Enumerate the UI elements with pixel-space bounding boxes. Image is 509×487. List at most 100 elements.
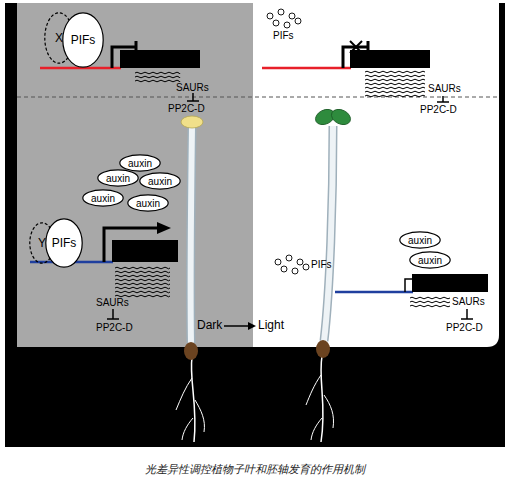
blocked-arrow [112, 47, 136, 68]
root [311, 418, 322, 440]
mrna-wave [135, 72, 180, 74]
pif-particle [267, 13, 273, 19]
ellipse-shape [120, 155, 160, 171]
mrna-wave [365, 79, 425, 81]
text-label: PIFs [273, 30, 294, 41]
ellipse-shape [128, 195, 168, 211]
text-label: SAURs [96, 297, 129, 308]
text-label: SAURs [176, 82, 209, 93]
mrna-wave [115, 287, 170, 289]
node-text-wrap: auxin [119, 154, 161, 172]
hypocotyl [324, 126, 333, 341]
divider-line [17, 97, 499, 98]
cotyledon [181, 116, 203, 128]
cross-mark [350, 41, 362, 53]
node-label: auxin [408, 235, 432, 246]
promoter-line [262, 67, 351, 70]
gene-box [112, 240, 178, 262]
mrna-wave [365, 83, 425, 85]
seed-coat [316, 340, 330, 358]
gene-box [412, 274, 488, 292]
node-label: auxin [418, 255, 442, 266]
mrna-wave [115, 275, 170, 277]
pif-particle [278, 9, 284, 15]
pif-particle [284, 22, 290, 28]
activation-arrow [104, 228, 160, 262]
pif-particle [295, 18, 301, 24]
node-text-wrap: auxin [97, 169, 139, 187]
node-text-wrap: auxin [409, 251, 451, 269]
pif-particle [292, 268, 298, 274]
root [195, 400, 204, 432]
inhibition-line [192, 93, 194, 101]
hypocotyl-outline [324, 126, 333, 341]
figure-caption: 光差异性调控植物子叶和胚轴发育的作用机制 [0, 462, 509, 477]
node-text-wrap: auxin [399, 231, 441, 249]
cross-mark [350, 41, 362, 53]
ellipse-shape [410, 252, 450, 268]
text-label: Dark [197, 319, 222, 332]
mrna-wave [410, 297, 450, 299]
ellipse-node: auxin [409, 251, 451, 269]
blocked-arrow [343, 47, 368, 68]
root [176, 378, 192, 410]
node-label: auxin [148, 176, 172, 187]
mrna-wave [115, 283, 170, 285]
inhibition-bar [187, 100, 199, 102]
text-label: SAURs [428, 83, 461, 94]
mrna-wave [115, 279, 170, 281]
text-label: Light [258, 319, 284, 332]
ellipse-node: auxin [119, 154, 161, 172]
block-bar [367, 41, 370, 53]
node-label: auxin [106, 173, 130, 184]
ellipse-shape [98, 170, 138, 186]
node-label: PIFs [52, 236, 77, 250]
text-label: PP2C-D [420, 104, 457, 115]
ellipse-shape [63, 13, 103, 67]
node-text-wrap: PIFs [62, 12, 104, 68]
pif-particle [273, 20, 279, 26]
root [306, 375, 321, 405]
arrow-head [157, 222, 171, 234]
inhibition-line [112, 309, 114, 319]
node-label: auxin [136, 198, 160, 209]
arrow-head [248, 322, 256, 330]
text-label: PP2C-D [446, 322, 483, 333]
ellipse-shape [83, 190, 123, 206]
pif-particle [303, 264, 309, 270]
mrna-wave [365, 91, 425, 93]
hypocotyl [191, 127, 192, 343]
ellipse-node: auxin [399, 231, 441, 249]
text-label: PP2C-D [96, 322, 133, 333]
text-label: PP2C-D [168, 103, 205, 114]
ellipse-shape [400, 232, 440, 248]
mrna-wave [135, 76, 180, 78]
node-text-wrap: auxin [82, 189, 124, 207]
node-text-wrap: auxin [127, 194, 169, 212]
node-label: X [55, 31, 63, 45]
dark-panel [17, 3, 253, 347]
arrow-head [417, 276, 424, 282]
inhibition-line [466, 309, 468, 319]
mrna-wave [135, 80, 180, 82]
mrna-wave [115, 291, 170, 293]
black-frame [5, 3, 505, 447]
generated-shapes [115, 9, 450, 307]
node-label: PIFs [71, 33, 96, 47]
node-text-wrap: auxin [139, 172, 181, 190]
inhibition-bar [107, 318, 119, 320]
ellipse-node: auxin [139, 172, 181, 190]
promoter-line [335, 291, 413, 294]
ellipse-node: PIFs [62, 12, 104, 68]
pif-particle [281, 266, 287, 272]
ellipse-node: PIFs [45, 218, 83, 268]
seed-coat [184, 342, 198, 360]
mrna-wave [115, 267, 170, 269]
ellipse-node: auxin [127, 194, 169, 212]
root [191, 357, 195, 442]
pif-particle [286, 255, 292, 261]
root [182, 418, 193, 440]
text-label: SAURs [452, 296, 485, 307]
gene-box [120, 50, 200, 68]
mrna-wave [115, 295, 170, 297]
